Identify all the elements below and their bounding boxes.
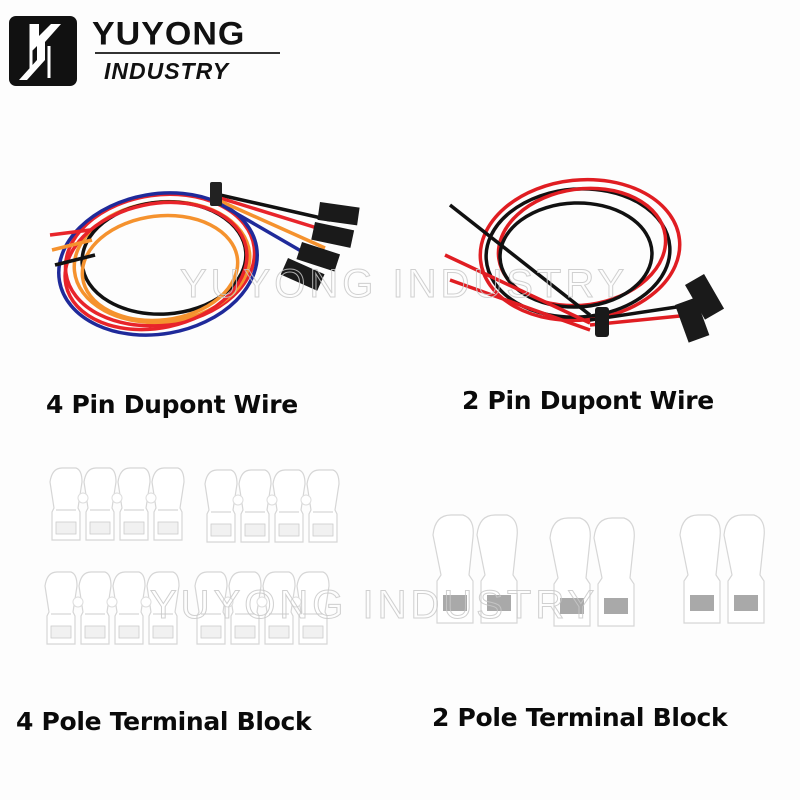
product-image-4pole-block	[45, 460, 365, 660]
product-image-4pin-wire	[30, 170, 370, 350]
brand-logo-mark	[9, 16, 77, 86]
brand-name: YUYONG	[92, 15, 246, 53]
caption-4pin-wire: 4 Pin Dupont Wire	[46, 390, 298, 419]
watermark: YUYONG INDUSTRY	[149, 583, 599, 628]
brand-subtitle: INDUSTRY	[104, 58, 230, 84]
caption-4pole-block: 4 Pole Terminal Block	[16, 707, 312, 736]
caption-2pin-wire: 2 Pin Dupont Wire	[462, 386, 714, 415]
brand-divider	[95, 52, 280, 54]
yuyong-logo-icon	[19, 24, 61, 80]
product-image-2pin-wire	[440, 165, 740, 355]
watermark: YUYONG INDUSTRY	[179, 262, 629, 307]
caption-2pole-block: 2 Pole Terminal Block	[432, 703, 728, 732]
